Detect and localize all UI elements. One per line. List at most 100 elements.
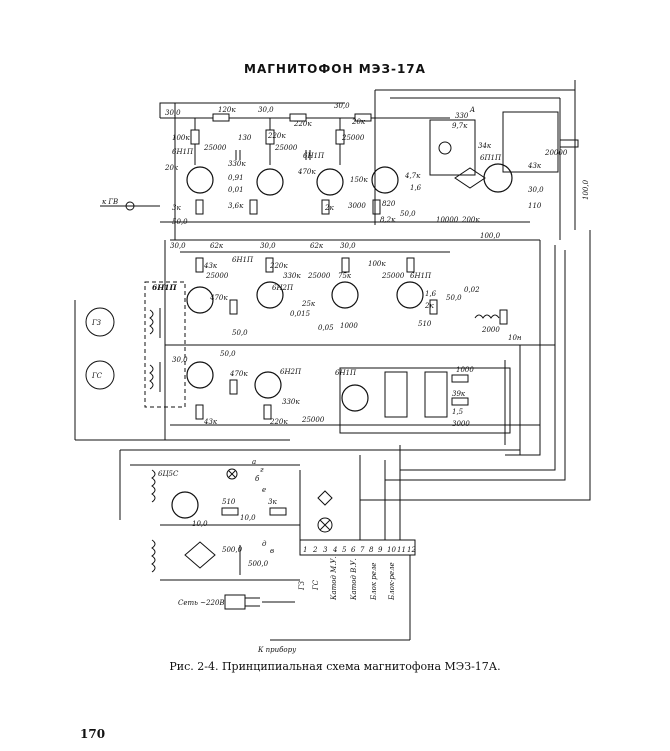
oscillator-block — [339, 345, 521, 455]
label-m11: 470к — [209, 294, 228, 302]
label-c3: 30,0 — [334, 102, 350, 110]
label-o3: 39к — [452, 390, 466, 398]
interconnect-wires — [164, 103, 591, 501]
pin-11: 11 — [397, 546, 406, 554]
label-p3: 10,0 — [192, 520, 208, 528]
label-m31: 30,0 — [172, 356, 188, 364]
label-r2: 220к — [293, 120, 312, 128]
label-c2: 30,0 — [258, 106, 274, 114]
label-c16: 100,0 — [582, 179, 590, 200]
label-p4: 3к — [268, 498, 277, 506]
label-m1: 30,0 — [170, 242, 186, 250]
label-c11: 3000 — [348, 202, 366, 210]
pin-6: 6 — [351, 546, 356, 554]
connector-pins: 1 2 3 4 5 6 7 8 9 10 11 12 — [303, 546, 416, 554]
label-c6: 0,91 — [228, 174, 244, 182]
label-tube2: 6Н1П — [303, 152, 325, 160]
pin-4: 4 — [332, 546, 337, 554]
label-c12: 50,0 — [400, 210, 416, 218]
label-m2: 62к — [210, 242, 224, 250]
label-c18: 100,0 — [480, 232, 501, 240]
label-c8: 0,01 — [228, 186, 244, 194]
pin-5: 5 — [342, 546, 347, 554]
label-pe: е — [262, 486, 266, 494]
pin-7: 7 — [360, 546, 365, 554]
label-m24: 1,6 — [425, 290, 437, 298]
label-m25: 2к — [424, 302, 434, 310]
conn-cathode-mu: Катод М.У. — [330, 556, 338, 601]
power-supply-block — [119, 445, 520, 641]
label-m6: 100к — [368, 260, 386, 268]
label-to-device: К прибору — [257, 646, 297, 654]
label-r6: 3к — [172, 204, 181, 212]
conn-gz: ГЗ — [298, 580, 306, 591]
label-m20: 75к — [338, 272, 352, 280]
conn-gs: ГС — [312, 579, 320, 591]
pin-10: 10 — [387, 546, 396, 554]
label-m30: 10н — [508, 334, 522, 342]
label-m14: 330к — [283, 272, 301, 280]
label-r4: 330к — [228, 160, 246, 168]
label-p6: 500,0 — [222, 546, 243, 554]
label-r20: 110 — [528, 202, 542, 210]
label-tube5: 6П1П — [480, 154, 502, 162]
label-r7: 3,6к — [228, 202, 244, 210]
pin-1: 1 — [303, 546, 307, 554]
label-m4: 62к — [310, 242, 324, 250]
label-c9: 25000 — [274, 144, 298, 152]
label-a: A — [469, 106, 475, 114]
label-o4: 1,5 — [452, 408, 464, 416]
label-o2: 1000 — [456, 366, 474, 374]
label-m38: 50,0 — [220, 350, 236, 358]
label-m26: 510 — [418, 320, 432, 328]
label-pv: в — [270, 547, 274, 555]
figure-caption: Рис. 2-4. Принципиальная схема магнитофо… — [169, 660, 501, 673]
label-to-gv: к ГВ — [102, 198, 118, 206]
label-pb: б — [255, 475, 260, 483]
label-pa: а — [252, 458, 256, 466]
label-m3: 30,0 — [260, 242, 276, 250]
label-m33: 470к — [229, 370, 248, 378]
label-r9: 470к — [297, 168, 316, 176]
label-c5: 130 — [238, 134, 252, 142]
label-r8: 220к — [267, 132, 286, 140]
label-o1: 6Н1П — [335, 369, 357, 377]
label-c17: 30,0 — [528, 186, 544, 194]
label-m21: 25000 — [381, 272, 405, 280]
middle-amplifier-chain — [74, 239, 555, 441]
label-o5: 3000 — [452, 420, 470, 428]
conn-relay-1: Блок реле — [370, 563, 378, 601]
label-m5: 30,0 — [340, 242, 356, 250]
label-m17: 0,015 — [290, 310, 311, 318]
pin-12: 12 — [407, 546, 416, 554]
pin-2: 2 — [312, 546, 318, 554]
label-c15: 20000 — [544, 149, 568, 157]
label-m9: 25000 — [205, 272, 229, 280]
label-head-gz: ГЗ — [91, 319, 102, 327]
label-m34: 330к — [282, 398, 300, 406]
label-r12: 20к — [351, 118, 366, 126]
label-p5: 10,0 — [240, 514, 256, 522]
label-r13: 820 — [382, 200, 396, 208]
label-m37: 220к — [269, 418, 288, 426]
pin-3: 3 — [323, 546, 328, 554]
label-r15: 4,7к — [404, 172, 421, 180]
label-m23: 6Н1П — [410, 272, 432, 280]
label-m16: 6Н2П — [272, 284, 294, 292]
label-c10: 25000 — [341, 134, 365, 142]
label-c7: 50,0 — [172, 218, 188, 226]
label-m35: 25000 — [301, 416, 325, 424]
label-m29: 2000 — [481, 326, 500, 334]
label-m19: 0,05 — [318, 324, 334, 332]
pin-9: 9 — [378, 546, 383, 554]
label-r5: 20к — [164, 164, 179, 172]
label-r16: 330 — [455, 112, 469, 120]
label-c4: 25000 — [203, 144, 227, 152]
label-m22: 1000 — [340, 322, 358, 330]
label-r1: 120к — [218, 106, 236, 114]
label-c13: 1,6 — [410, 184, 422, 192]
label-pd: д — [262, 540, 267, 548]
label-m36: 43к — [203, 418, 218, 426]
conn-cathode-vu: Катод В.У. — [350, 558, 358, 601]
